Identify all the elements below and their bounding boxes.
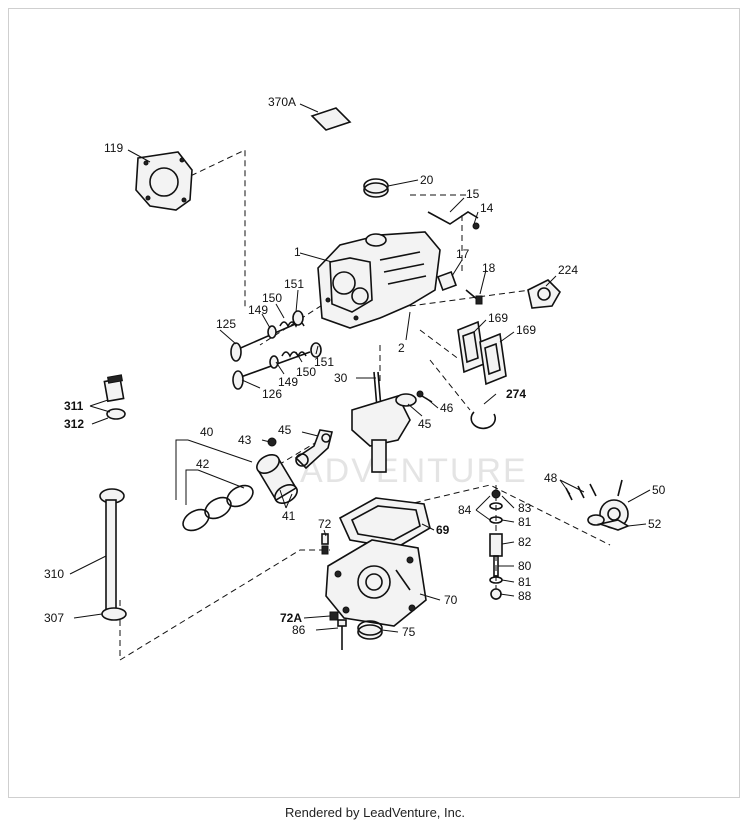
callout-72: 72 bbox=[318, 517, 332, 531]
callout-80: 80 bbox=[518, 559, 532, 573]
callout-83: 83 bbox=[518, 501, 532, 515]
piston-part bbox=[256, 454, 298, 504]
callout-224: 224 bbox=[558, 263, 578, 277]
callout-126: 126 bbox=[262, 387, 282, 401]
callout-81-lower: 81 bbox=[518, 575, 532, 589]
callout-69: 69 bbox=[436, 523, 450, 537]
callout-88: 88 bbox=[518, 589, 532, 603]
callout-312: 312 bbox=[64, 417, 84, 431]
callout-42: 42 bbox=[196, 457, 210, 471]
callout-50: 50 bbox=[652, 483, 666, 497]
callout-17: 17 bbox=[456, 247, 470, 261]
breather-tube-part bbox=[427, 211, 480, 230]
callout-30: 30 bbox=[334, 371, 348, 385]
callout-81-upper: 81 bbox=[518, 515, 532, 529]
piston-rings-part bbox=[182, 484, 254, 532]
callout-149-lower: 149 bbox=[278, 375, 298, 389]
governor-stack-part bbox=[489, 489, 503, 600]
callout-2: 2 bbox=[398, 341, 405, 355]
callout-82: 82 bbox=[518, 535, 532, 549]
callout-43: 43 bbox=[238, 433, 252, 447]
callout-70: 70 bbox=[444, 593, 458, 607]
callout-46: 46 bbox=[440, 401, 454, 415]
callout-370A: 370A bbox=[268, 95, 296, 109]
cylinder-block-part bbox=[317, 231, 441, 329]
callout-169-right: 169 bbox=[516, 323, 536, 337]
callout-72A: 72A bbox=[280, 611, 302, 625]
callout-169-left: 169 bbox=[488, 311, 508, 325]
diagram-frame bbox=[8, 8, 740, 798]
bracket-bolt-part bbox=[437, 271, 483, 305]
head-gasket-part bbox=[135, 151, 193, 211]
dipstick-tube-part bbox=[99, 488, 127, 621]
callout-119: 119 bbox=[104, 141, 123, 155]
leader-lines bbox=[69, 103, 651, 633]
callout-41: 41 bbox=[282, 509, 296, 523]
callout-151-upper: 151 bbox=[284, 277, 304, 291]
callout-274: 274 bbox=[506, 387, 526, 401]
callout-310: 310 bbox=[44, 567, 64, 581]
callout-48: 48 bbox=[544, 471, 558, 485]
watermark: ADVENTURE bbox=[300, 452, 528, 490]
callout-84: 84 bbox=[458, 503, 472, 517]
callout-150-upper: 150 bbox=[262, 291, 282, 305]
callout-307: 307 bbox=[44, 611, 64, 625]
sump-gasket-part bbox=[338, 497, 431, 549]
crankshaft-part bbox=[351, 371, 417, 473]
callout-75: 75 bbox=[402, 625, 416, 639]
callout-125: 125 bbox=[216, 317, 236, 331]
part-callouts: 370A 119 20 15 14 1 17 18 224 151 150 14… bbox=[44, 95, 666, 639]
valve-cover-plates-part bbox=[457, 320, 507, 386]
callout-52: 52 bbox=[648, 517, 662, 531]
connecting-rod-part bbox=[294, 429, 333, 470]
callout-40: 40 bbox=[200, 425, 214, 439]
callout-1: 1 bbox=[294, 245, 301, 259]
callout-149-upper: 149 bbox=[248, 303, 268, 317]
callout-14: 14 bbox=[480, 201, 494, 215]
callout-15: 15 bbox=[466, 187, 480, 201]
upper-valve-assembly-part bbox=[230, 310, 305, 362]
drain-bolt-seal-part bbox=[337, 619, 383, 650]
callout-151-lower: 151 bbox=[314, 355, 334, 369]
camshaft-gear-part bbox=[565, 479, 630, 531]
decal-part bbox=[310, 107, 352, 131]
callout-86: 86 bbox=[292, 623, 306, 637]
exploded-parts-diagram: ADVENTURE bbox=[44, 95, 666, 661]
callout-18: 18 bbox=[482, 261, 496, 275]
sump-part bbox=[325, 539, 427, 627]
callout-150-lower: 150 bbox=[296, 365, 316, 379]
bushing-part bbox=[363, 178, 389, 198]
callout-20: 20 bbox=[420, 173, 434, 187]
callout-45-rod: 45 bbox=[278, 423, 292, 437]
render-credit: Rendered by LeadVenture, Inc. bbox=[285, 805, 465, 820]
exhaust-gasket-part bbox=[527, 279, 561, 309]
callout-45-crank: 45 bbox=[418, 417, 432, 431]
callout-311: 311 bbox=[64, 399, 84, 413]
oil-fill-cap-part bbox=[103, 374, 126, 420]
lower-valve-assembly-part bbox=[232, 342, 322, 390]
